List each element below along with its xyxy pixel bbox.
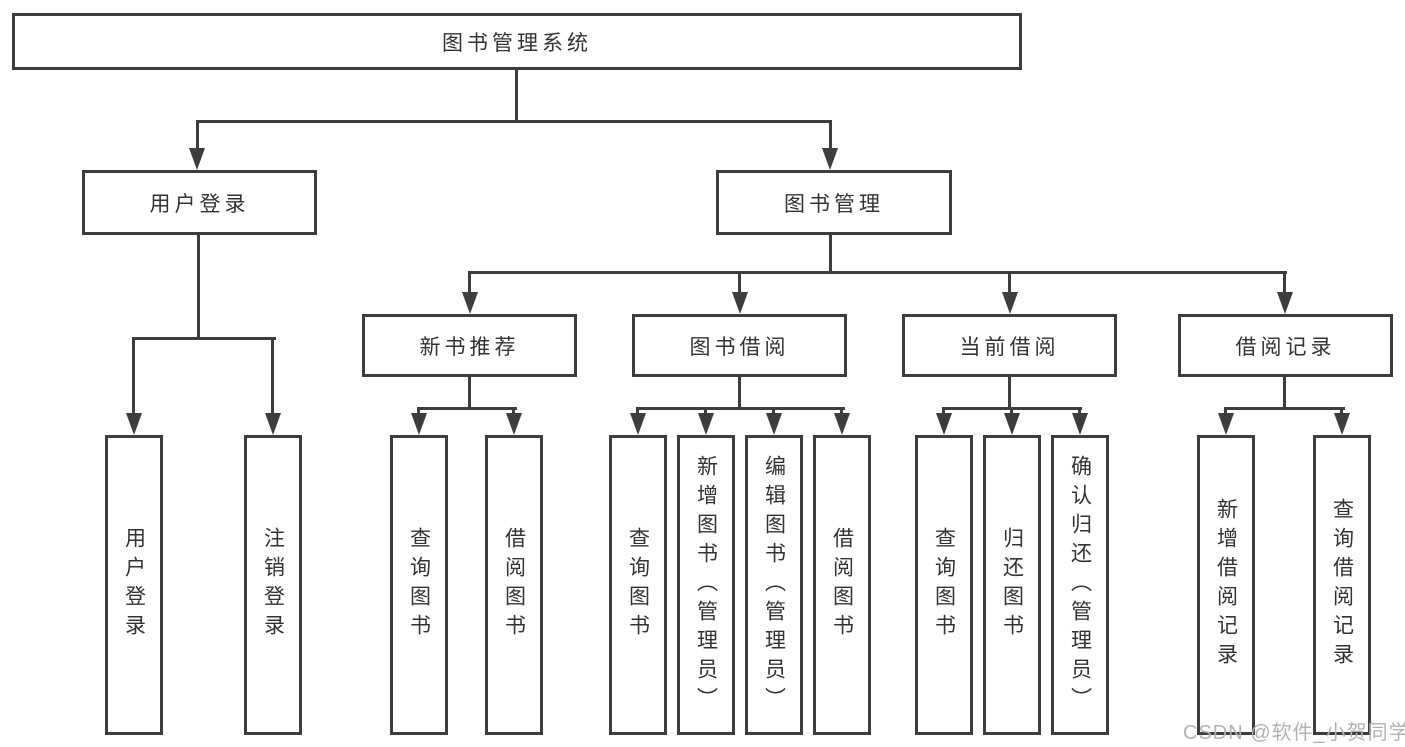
arrowhead-bb-borrow (834, 413, 850, 435)
connector-user-login-leaf2-shaft (271, 337, 274, 415)
connector-rec-query-shaft (417, 407, 420, 416)
leaf-cb-confirm-return-label: 确认归还（管理员） (1068, 454, 1092, 716)
arrowhead-br-query (1334, 413, 1350, 435)
leaf-bb-query-books: 查询图书 (609, 435, 667, 735)
leaf-bb-edit-books: 编辑图书（管理员） (745, 435, 803, 735)
connector-book-mgmt-trunk (829, 235, 832, 274)
leaf-bb-borrow-books-label: 借阅图书 (830, 527, 854, 643)
arrowhead-user-login (189, 148, 205, 170)
connector-cb-return-shaft (1010, 407, 1013, 416)
leaf-br-query-record: 查询借阅记录 (1313, 435, 1371, 735)
leaf-rec-borrow-books-label: 借阅图书 (502, 527, 526, 643)
connector-current-borrow-trunk (1008, 377, 1011, 410)
arrowhead-book-mgmt (822, 148, 838, 170)
leaf-rec-query-books-label: 查询图书 (407, 527, 431, 643)
leaf-user-login-label: 用户登录 (122, 527, 146, 643)
connector-cb-confirm-shaft (1078, 407, 1081, 416)
leaf-bb-query-books-label: 查询图书 (626, 527, 650, 643)
connector-bb-edit-shaft (772, 407, 775, 416)
arrowhead-current-borrow (1002, 292, 1018, 314)
leaf-logout-label: 注销登录 (261, 527, 285, 643)
arrowhead-br-add (1218, 413, 1234, 435)
node-current-borrow: 当前借阅 (902, 314, 1117, 377)
node-user-login: 用户登录 (82, 170, 317, 235)
connector-to-new-book-rec-shaft (468, 271, 471, 295)
node-book-mgmt: 图书管理 (716, 170, 952, 235)
connector-to-book-borrow-shaft (738, 271, 741, 295)
connector-bb-borrow-shaft (840, 407, 843, 416)
connector-borrow-records-trunk (1283, 377, 1286, 410)
node-book-borrow: 图书借阅 (632, 314, 847, 377)
leaf-rec-query-books: 查询图书 (390, 435, 448, 735)
connector-borrow-records-branch (1224, 407, 1345, 410)
connector-cb-query-shaft (942, 407, 945, 416)
connector-root-branch (196, 120, 832, 123)
leaf-bb-add-books: 新增图书（管理员） (677, 435, 735, 735)
connector-book-mgmt-branch (468, 271, 1287, 274)
leaf-bb-borrow-books: 借阅图书 (813, 435, 871, 735)
leaf-cb-query-books-label: 查询图书 (932, 527, 956, 643)
connector-root-trunk (515, 70, 518, 123)
connector-bb-add-shaft (704, 407, 707, 416)
connector-root-to-book-mgmt-shaft (829, 120, 832, 150)
connector-new-book-rec-branch (417, 407, 517, 410)
connector-bb-query-shaft (636, 407, 639, 416)
leaf-br-add-record: 新增借阅记录 (1197, 435, 1255, 735)
arrowhead-borrow-records (1277, 292, 1293, 314)
csdn-watermark: CSDN @软件_小贺同学 (1183, 722, 1405, 744)
connector-rec-borrow-shaft (512, 407, 515, 416)
leaf-cb-return-books: 归还图书 (983, 435, 1041, 735)
leaf-logout: 注销登录 (244, 435, 302, 735)
leaf-br-add-record-label: 新增借阅记录 (1214, 498, 1238, 672)
leaf-rec-borrow-books: 借阅图书 (485, 435, 543, 735)
connector-to-current-borrow-shaft (1008, 271, 1011, 295)
connector-book-borrow-trunk (738, 377, 741, 410)
connector-new-book-rec-trunk (468, 377, 471, 410)
arrowhead-new-book-rec (462, 292, 478, 314)
arrowhead-leaf-logout (265, 413, 281, 435)
arrowhead-bb-edit (766, 413, 782, 435)
node-borrow-records: 借阅记录 (1178, 314, 1393, 377)
arrowhead-cb-query (936, 413, 952, 435)
leaf-cb-query-books: 查询图书 (915, 435, 973, 735)
leaf-user-login: 用户登录 (105, 435, 163, 735)
arrowhead-book-borrow (732, 292, 748, 314)
connector-br-add-shaft (1224, 407, 1227, 416)
arrowhead-leaf-user-login (126, 413, 142, 435)
leaf-bb-add-books-label: 新增图书（管理员） (694, 454, 718, 716)
arrowhead-bb-query (630, 413, 646, 435)
arrowhead-rec-query (411, 413, 427, 435)
leaf-cb-return-books-label: 归还图书 (1000, 527, 1024, 643)
arrowhead-bb-add (698, 413, 714, 435)
connector-to-borrow-records-shaft (1283, 271, 1286, 295)
connector-book-borrow-branch (636, 407, 845, 410)
connector-user-login-branch (133, 337, 276, 340)
connector-user-login-trunk (197, 235, 200, 340)
arrowhead-cb-return (1004, 413, 1020, 435)
node-root: 图书管理系统 (12, 13, 1022, 70)
arrowhead-cb-confirm (1072, 413, 1088, 435)
arrowhead-rec-borrow (506, 413, 522, 435)
leaf-br-query-record-label: 查询借阅记录 (1330, 498, 1354, 672)
leaf-cb-confirm-return: 确认归还（管理员） (1051, 435, 1109, 735)
leaf-bb-edit-books-label: 编辑图书（管理员） (762, 454, 786, 716)
connector-root-to-user-login-shaft (196, 120, 199, 150)
connector-user-login-leaf1-shaft (132, 337, 135, 415)
node-new-book-rec: 新书推荐 (362, 314, 577, 377)
connector-br-query-shaft (1340, 407, 1343, 416)
